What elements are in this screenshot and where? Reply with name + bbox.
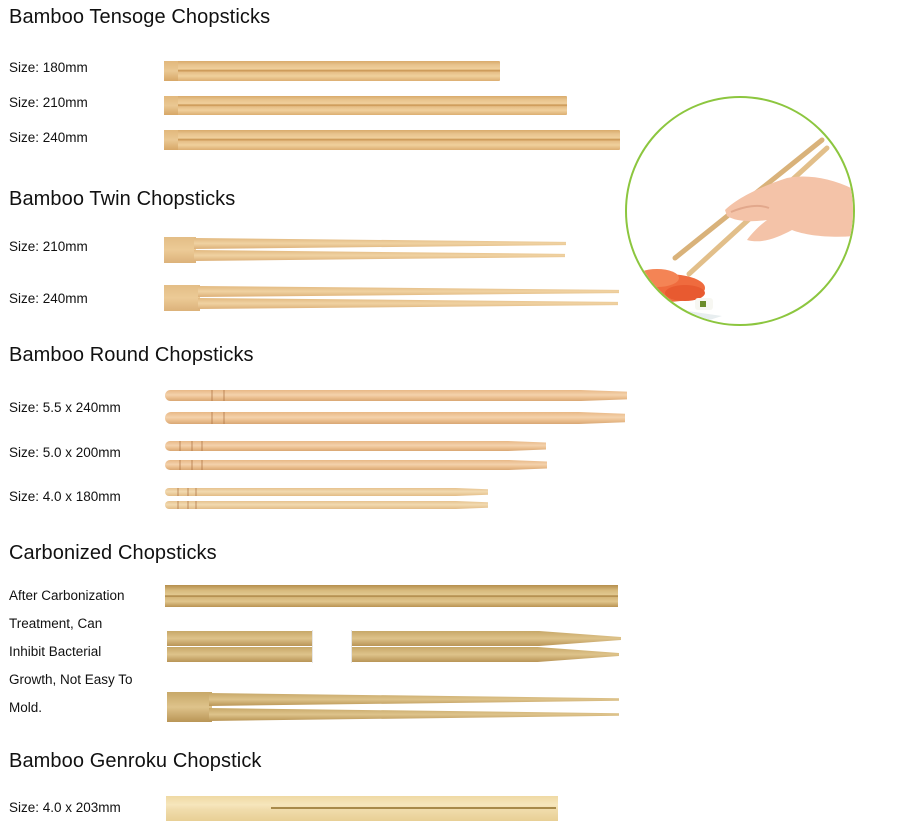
description-line: After Carbonization xyxy=(9,588,125,603)
carbonized-twin-chopstick xyxy=(167,692,619,722)
section-title-genroku: Bamboo Genroku Chopstick xyxy=(9,750,262,772)
section-title-round: Bamboo Round Chopsticks xyxy=(9,344,254,366)
tensoge-chopstick-240mm xyxy=(164,130,620,150)
description-line: Mold. xyxy=(9,700,43,715)
size-label: Size: 5.5 x 240mm xyxy=(9,400,121,415)
hand-chopsticks-sushi-photo xyxy=(625,96,855,326)
section-title-carbonized: Carbonized Chopsticks xyxy=(9,542,217,564)
description-line: Growth, Not Easy To xyxy=(9,672,133,687)
size-label: Size: 210mm xyxy=(9,239,88,254)
size-label: Size: 210mm xyxy=(9,95,88,110)
section-title-twin: Bamboo Twin Chopsticks xyxy=(9,188,236,210)
round-chopstick-4.0x180 xyxy=(165,488,488,496)
description-line: Treatment, Can xyxy=(9,616,103,631)
size-label: Size: 240mm xyxy=(9,130,88,145)
carbonized-description: After Carbonization Treatment, Can Inhib… xyxy=(9,582,159,722)
hand-holding-chopsticks-icon xyxy=(629,137,853,324)
round-chopstick-5.0x200 xyxy=(165,460,547,470)
round-chopstick-4.0x180 xyxy=(165,501,488,509)
paper-band xyxy=(312,630,352,663)
carbonized-twin-banded-chopstick xyxy=(167,630,621,663)
twin-chopstick-210mm xyxy=(164,237,566,263)
size-label: Size: 5.0 x 200mm xyxy=(9,445,121,460)
section-title-tensoge: Bamboo Tensoge Chopsticks xyxy=(9,6,271,28)
tensoge-chopstick-210mm xyxy=(164,96,567,115)
size-label: Size: 4.0 x 180mm xyxy=(9,489,121,504)
round-chopstick-5.5x240 xyxy=(165,412,625,424)
tensoge-chopstick-180mm xyxy=(164,61,500,81)
twin-chopstick-240mm xyxy=(164,285,619,311)
description-line: Inhibit Bacterial xyxy=(9,644,102,659)
round-chopstick-5.0x200 xyxy=(165,441,546,451)
size-label: Size: 180mm xyxy=(9,60,88,75)
round-chopstick-5.5x240 xyxy=(165,390,627,401)
size-label: Size: 4.0 x 203mm xyxy=(9,800,121,815)
size-label: Size: 240mm xyxy=(9,291,88,306)
genroku-chopstick-4.0x203 xyxy=(166,796,558,821)
carbonized-tensoge-chopstick xyxy=(165,585,618,607)
